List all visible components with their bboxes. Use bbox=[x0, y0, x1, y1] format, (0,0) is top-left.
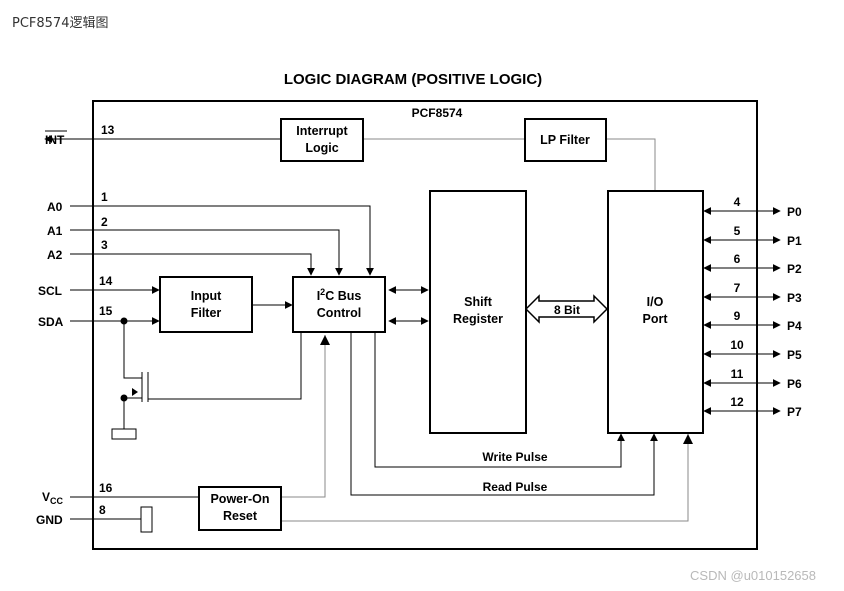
write-pulse-line bbox=[374, 333, 625, 468]
input-filter-block: Input Filter bbox=[159, 276, 253, 333]
i2c-bus-label-1: I2C Bus bbox=[317, 287, 362, 303]
io-port-block: I/O Port bbox=[607, 190, 704, 434]
shift-register-block: Shift Register bbox=[429, 190, 527, 434]
pin-p0-name: P0 bbox=[787, 205, 802, 219]
a0-line bbox=[70, 205, 374, 276]
pin-p5-num: 10 bbox=[730, 338, 744, 352]
sda-transistor bbox=[111, 321, 302, 440]
pin-p7-name: P7 bbox=[787, 405, 802, 419]
pin-p4-name: P4 bbox=[787, 319, 802, 333]
lp-filter-block: LP Filter bbox=[524, 118, 607, 162]
pin-p7-num: 12 bbox=[730, 395, 744, 409]
pin-a2-name: A2 bbox=[47, 248, 63, 262]
pin-p6-num: 11 bbox=[731, 367, 744, 381]
pin-p0-num: 4 bbox=[734, 195, 741, 209]
por-i2c-arrowhead bbox=[320, 335, 330, 345]
shift-register-label-2: Register bbox=[453, 312, 503, 326]
pin-gnd-name: GND bbox=[36, 513, 63, 527]
i2c-bus-control-block: I2C Bus Control bbox=[292, 276, 386, 333]
pin-vcc-name: VCC bbox=[42, 490, 64, 506]
i2c-bus-label-2: Control bbox=[317, 306, 361, 320]
io-port-label-2: Port bbox=[643, 312, 669, 326]
power-on-reset-block: Power-On Reset bbox=[198, 486, 282, 531]
lp-io-link bbox=[606, 138, 656, 192]
pin-gnd-num: 8 bbox=[99, 503, 106, 517]
por-i2c-link bbox=[281, 335, 326, 498]
interrupt-logic-block: Interrupt Logic bbox=[280, 118, 364, 162]
pin-sda-num: 15 bbox=[99, 304, 113, 318]
pin-p5-name: P5 bbox=[787, 348, 802, 362]
reset-line bbox=[281, 434, 689, 522]
pin-sda-name: SDA bbox=[38, 315, 64, 329]
chip-name: PCF8574 bbox=[412, 106, 463, 120]
pin-int-num: 13 bbox=[101, 123, 115, 137]
page-caption: PCF8574逻辑图 bbox=[12, 16, 109, 31]
interrupt-logic-label-1: Interrupt bbox=[296, 124, 348, 138]
input-filter-label-1: Input bbox=[191, 289, 222, 303]
bus-label: 8 Bit bbox=[554, 303, 580, 317]
pin-scl-name: SCL bbox=[38, 284, 62, 298]
read-pulse-label: Read Pulse bbox=[483, 480, 548, 494]
pin-int-name: INT bbox=[45, 133, 65, 147]
shift-register-label-1: Shift bbox=[464, 295, 493, 309]
pin-vcc-num: 16 bbox=[99, 481, 113, 495]
pin-scl-num: 14 bbox=[99, 274, 113, 288]
lp-filter-label: LP Filter bbox=[540, 133, 590, 147]
right-pin-lines bbox=[703, 207, 781, 415]
interrupt-logic-label-2: Logic bbox=[305, 141, 338, 155]
pin-p1-name: P1 bbox=[787, 234, 802, 248]
pin-a1-name: A1 bbox=[47, 224, 63, 238]
a1-line bbox=[70, 229, 343, 276]
por-label-1: Power-On bbox=[210, 492, 269, 506]
pin-a2-num: 3 bbox=[101, 238, 108, 252]
a2-line bbox=[70, 253, 315, 276]
gnd-element bbox=[140, 506, 153, 533]
pin-p4-num: 9 bbox=[734, 309, 741, 323]
reset-arrowhead bbox=[683, 434, 693, 444]
read-pulse-line bbox=[350, 333, 658, 496]
pin-p6-name: P6 bbox=[787, 377, 802, 391]
diagram-title: LOGIC DIAGRAM (POSITIVE LOGIC) bbox=[284, 71, 542, 88]
por-label-2: Reset bbox=[223, 509, 258, 523]
pin-p2-num: 6 bbox=[734, 252, 741, 266]
pin-p3-name: P3 bbox=[787, 291, 802, 305]
write-pulse-label: Write Pulse bbox=[482, 450, 547, 464]
input-filter-label-2: Filter bbox=[191, 306, 222, 320]
pin-a1-num: 2 bbox=[101, 215, 108, 229]
pin-p1-num: 5 bbox=[734, 224, 741, 238]
pin-a0-name: A0 bbox=[47, 200, 63, 214]
pin-a0-num: 1 bbox=[101, 190, 108, 204]
pin-p2-name: P2 bbox=[787, 262, 802, 276]
watermark: CSDN @u010152658 bbox=[690, 568, 816, 583]
io-port-label-1: I/O bbox=[647, 295, 664, 309]
pin-p3-num: 7 bbox=[734, 281, 741, 295]
